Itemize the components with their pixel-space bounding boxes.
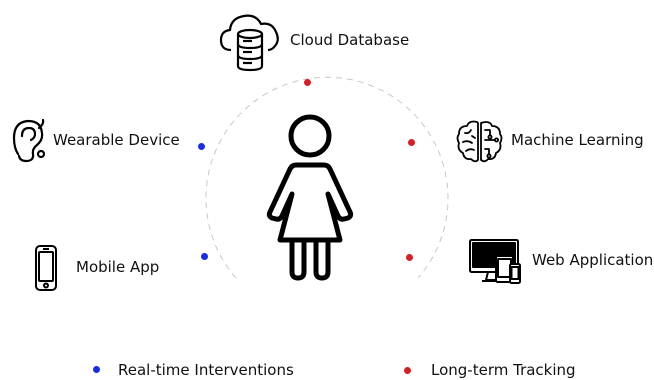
- desktop-devices-icon: [469, 239, 521, 284]
- dot-machine-learning: [408, 139, 415, 146]
- dot-cloud-database: [304, 79, 311, 86]
- web-application-label: Web Application: [532, 251, 654, 269]
- dot-mobile-app: [201, 253, 208, 260]
- hearing-aid-icon: [12, 118, 46, 163]
- legend-longterm-label: Long-term Tracking: [431, 361, 576, 379]
- legend-longterm-dot: [404, 367, 411, 374]
- cloud-database-label: Cloud Database: [290, 31, 410, 49]
- legend-realtime-label: Real-time Interventions: [118, 361, 294, 379]
- legend-realtime-dot: [93, 366, 100, 373]
- dot-wearable-device: [198, 143, 205, 150]
- wearable-device-label: Wearable Device: [53, 131, 180, 149]
- person-icon: [266, 114, 354, 281]
- dot-web-application: [406, 254, 413, 261]
- smartphone-icon: [35, 245, 57, 291]
- machine-learning-label: Machine Learning: [511, 131, 644, 149]
- mobile-app-label: Mobile App: [76, 258, 160, 276]
- cloud-database-icon: [219, 14, 279, 72]
- brain-circuit-icon: [456, 120, 503, 163]
